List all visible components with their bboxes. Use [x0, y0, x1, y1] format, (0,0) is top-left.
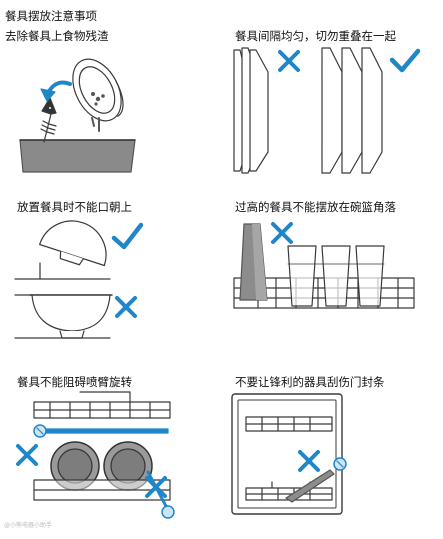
panel-spacing: [233, 47, 421, 174]
cups: [287, 245, 385, 307]
page-title: 餐具摆放注意事项: [5, 9, 97, 23]
spray-arm: [39, 428, 169, 434]
caption-spray-arm: 餐具不能阻碍喷臂旋转: [17, 375, 132, 389]
caption-tall-items: 过高的餐具不能摆放在碗篮角落: [235, 200, 396, 214]
panel-door-seal: [231, 393, 347, 515]
spaced-plates: [321, 47, 383, 174]
cross-icon: [271, 222, 293, 244]
cross-icon: [115, 296, 137, 318]
check-icon: [111, 222, 144, 250]
panel-spray-arm: [16, 391, 175, 519]
footer-watermark: @小熊电器小助手: [4, 522, 53, 529]
inverted-bowl: [39, 220, 107, 267]
panel-tall-items: [233, 222, 415, 309]
caption-not-upward: 放置餐具时不能口朝上: [17, 200, 132, 214]
caption-remove-residue: 去除餐具上食物残渣: [5, 29, 109, 43]
caption-door-seal: 不要让锋利的器具刮伤门封条: [235, 375, 385, 389]
fish-bone-icon: [40, 97, 57, 143]
panel-not-upward: [14, 220, 144, 339]
overlapping-plates: [233, 47, 269, 174]
check-icon: [389, 48, 421, 73]
panel-remove-residue: [19, 58, 136, 173]
sink-basin: [19, 139, 136, 173]
caption-spacing: 餐具间隔均匀，切勿重叠在一起: [235, 29, 396, 43]
upper-rack: [33, 391, 171, 419]
cross-icon: [16, 444, 167, 498]
cross-icon: [298, 450, 320, 472]
cross-icon: [278, 50, 300, 72]
knife-icon: [285, 469, 335, 503]
tilted-plate-icon: [72, 58, 124, 122]
